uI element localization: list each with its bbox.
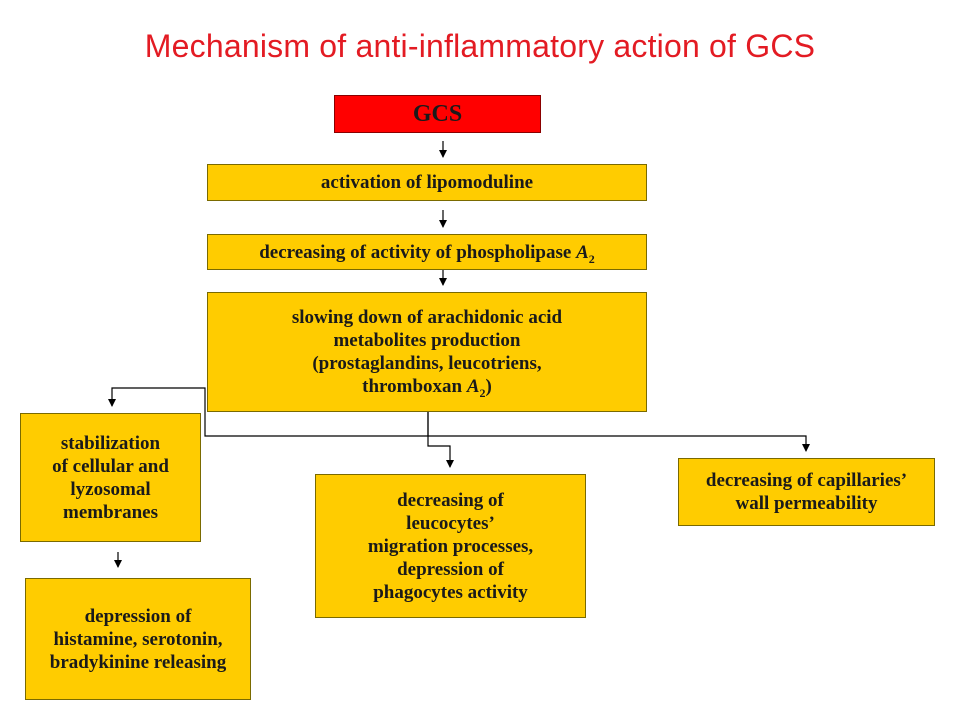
node-phospholipase: decreasing of activity of phospholipase …: [207, 234, 647, 270]
node-histamine-line-1: depression of: [84, 605, 192, 627]
node-leucocytes-line-5: phagocytes activity: [373, 581, 528, 603]
node-arachidonic-line-3: (prostaglandins, leucotriens,: [312, 353, 542, 374]
node-capillaries-line-2: wall permeability: [735, 493, 878, 514]
node-arachidonic-line-4: thromboxan A2): [362, 376, 492, 400]
arrow-arachidonic-to-leucocytes: [427, 412, 454, 468]
node-leucocytes-line-1: decreasing of: [397, 489, 504, 511]
node-gcs: GCS: [334, 95, 541, 133]
node-arachidonic-line-2: metabolites production: [333, 330, 521, 351]
node-lipomoduline-label: activation of lipomoduline: [320, 172, 534, 193]
node-histamine-line-2: histamine, serotonin,: [53, 628, 223, 650]
node-lipomoduline: activation of lipomoduline: [207, 164, 647, 201]
node-membranes-line-3: lyzosomal: [70, 478, 151, 500]
node-histamine-line-3: bradykinine releasing: [49, 651, 227, 673]
arrow-arachidonic-to-capillaries: [428, 435, 810, 452]
node-histamine: depression of histamine, serotonin, brad…: [25, 578, 251, 700]
node-arachidonic-line-1: slowing down of arachidonic acid: [291, 307, 563, 328]
node-membranes-line-4: membranes: [63, 501, 158, 523]
node-leucocytes-line-2: leucocytes’: [406, 512, 495, 534]
node-leucocytes: decreasing of leucocytes’ migration proc…: [315, 474, 586, 618]
node-arachidonic: slowing down of arachidonic acid metabol…: [207, 292, 647, 412]
node-leucocytes-line-3: migration processes,: [367, 535, 534, 557]
page-title: Mechanism of anti-inflammatory action of…: [144, 28, 816, 64]
node-phospholipase-label: decreasing of activity of phospholipase …: [259, 241, 595, 266]
node-capillaries-line-1: decreasing of capillaries’: [705, 470, 908, 491]
node-gcs-label: GCS: [412, 100, 463, 127]
node-membranes-line-2: of cellular and: [52, 455, 169, 477]
node-leucocytes-line-4: depression of: [397, 558, 504, 580]
node-capillaries: decreasing of capillaries’ wall permeabi…: [678, 458, 935, 526]
node-membranes: stabilization of cellular and lyzosomal …: [20, 413, 201, 542]
node-membranes-line-1: stabilization: [60, 432, 161, 454]
